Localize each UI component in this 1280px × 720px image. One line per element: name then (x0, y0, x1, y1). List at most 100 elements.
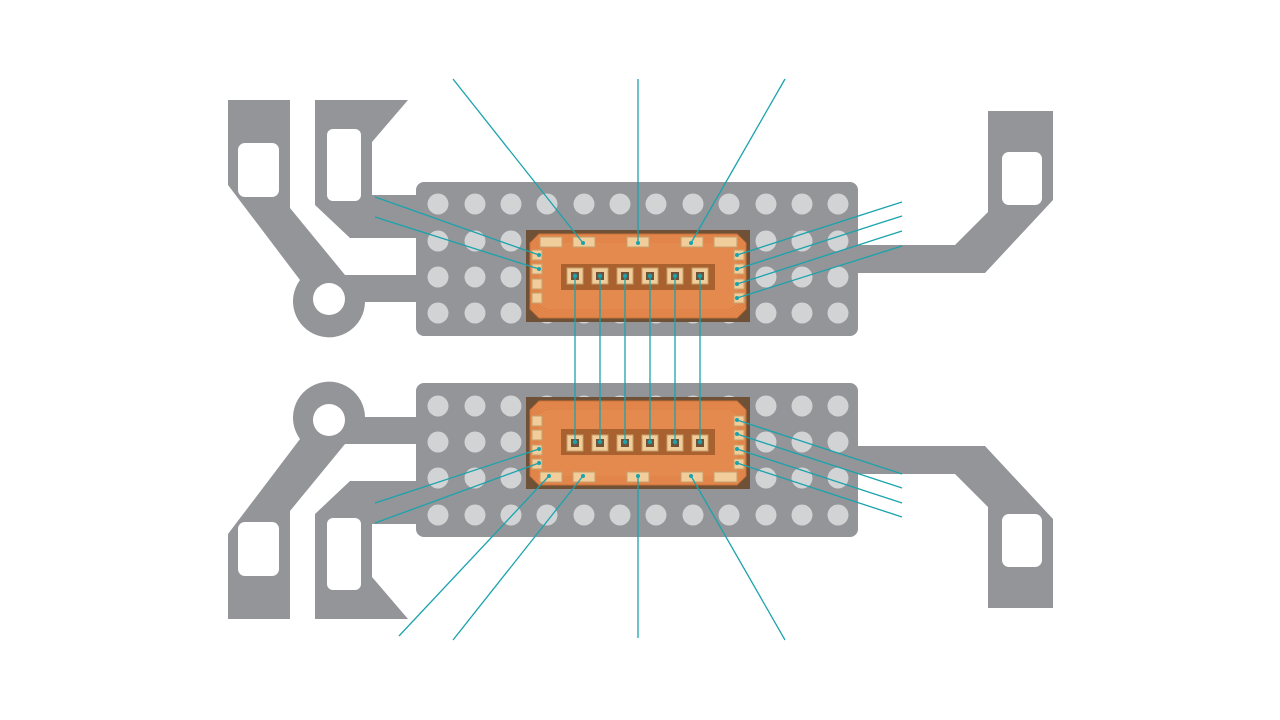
chip (526, 397, 750, 489)
board-hole (791, 431, 813, 453)
board-hole (755, 395, 777, 417)
lower-assembly (228, 381, 1053, 619)
edge-pad (539, 471, 563, 483)
leader-line (736, 462, 903, 518)
leader-dot (636, 474, 640, 478)
board-hole (464, 395, 486, 417)
leader-line (690, 78, 786, 244)
board-hole (827, 193, 849, 215)
board-hole (464, 230, 486, 252)
board-hole (827, 266, 849, 288)
bond-dot (597, 273, 603, 279)
board-hole (573, 193, 595, 215)
side-pad-left (531, 429, 543, 441)
board-hole (500, 266, 522, 288)
leader-dot (689, 474, 693, 478)
board-hole (827, 431, 849, 453)
board-hole (755, 504, 777, 526)
board-hole (791, 302, 813, 324)
board-hole (464, 467, 486, 489)
board-hole (464, 266, 486, 288)
leader-dot (537, 253, 541, 257)
board-hole (827, 467, 849, 489)
lead-frame-right (858, 446, 1053, 608)
board-hole (609, 504, 631, 526)
board-hole (500, 504, 522, 526)
leader-line (736, 230, 903, 285)
board-hole (464, 193, 486, 215)
bond-dot (622, 273, 628, 279)
side-pad-left (531, 292, 543, 304)
leader-line (736, 215, 903, 270)
side-pad-left (531, 415, 543, 427)
leader-dot (735, 461, 739, 465)
leader-line (374, 216, 540, 270)
board-hole (500, 302, 522, 324)
board-hole (645, 504, 667, 526)
leader-dot (735, 418, 739, 422)
board-hole (536, 504, 558, 526)
leader-dot (537, 461, 541, 465)
board-hole (427, 193, 449, 215)
board-hole (755, 467, 777, 489)
board-hole (645, 193, 667, 215)
leader-line (736, 433, 903, 489)
board-hole (791, 395, 813, 417)
leader-dot (735, 267, 739, 271)
leader-line (374, 462, 540, 524)
board-hole (427, 266, 449, 288)
leader-line (690, 475, 786, 641)
leader-line (736, 201, 903, 256)
board-hole (755, 230, 777, 252)
board-hole (791, 193, 813, 215)
bond-dot (597, 439, 603, 445)
leader-dot (537, 267, 541, 271)
board-hole (464, 431, 486, 453)
board-hole (573, 504, 595, 526)
board-hole (427, 302, 449, 324)
board-hole (682, 193, 704, 215)
board-hole (464, 302, 486, 324)
board-hole (827, 395, 849, 417)
board-hole (791, 467, 813, 489)
lead-frame-left-inner (315, 481, 416, 619)
bond-dot (647, 439, 653, 445)
leader-line (398, 475, 550, 637)
lead-frame-left-inner (315, 100, 416, 238)
board-hole (427, 431, 449, 453)
board-hole (500, 193, 522, 215)
board-hole (427, 230, 449, 252)
board-hole (464, 504, 486, 526)
bond-dot (672, 273, 678, 279)
chip-center-strip (561, 429, 715, 455)
lead-frame-left-outer (228, 100, 416, 338)
leader-line (452, 475, 584, 641)
bond-dot (622, 439, 628, 445)
leader-dot (735, 432, 739, 436)
leader-line (374, 448, 540, 504)
board-hole (827, 302, 849, 324)
board-hole (827, 230, 849, 252)
board-hole (427, 504, 449, 526)
leader-dot (636, 241, 640, 245)
bond-dot (697, 439, 703, 445)
leader-dot (735, 296, 739, 300)
board-hole (500, 395, 522, 417)
leader-dot (537, 447, 541, 451)
board-hole (427, 467, 449, 489)
board-hole (755, 193, 777, 215)
board-hole (500, 431, 522, 453)
chip-center-strip (561, 264, 715, 290)
leader-line (736, 245, 903, 299)
side-pad-left (531, 278, 543, 290)
board-hole (500, 230, 522, 252)
board-hole (755, 431, 777, 453)
upper-assembly (228, 100, 1053, 338)
board-hole (609, 193, 631, 215)
board-hole (827, 504, 849, 526)
leader-dot (735, 282, 739, 286)
board-hole (718, 504, 740, 526)
leader-line (374, 196, 540, 256)
edge-pad (713, 471, 738, 483)
